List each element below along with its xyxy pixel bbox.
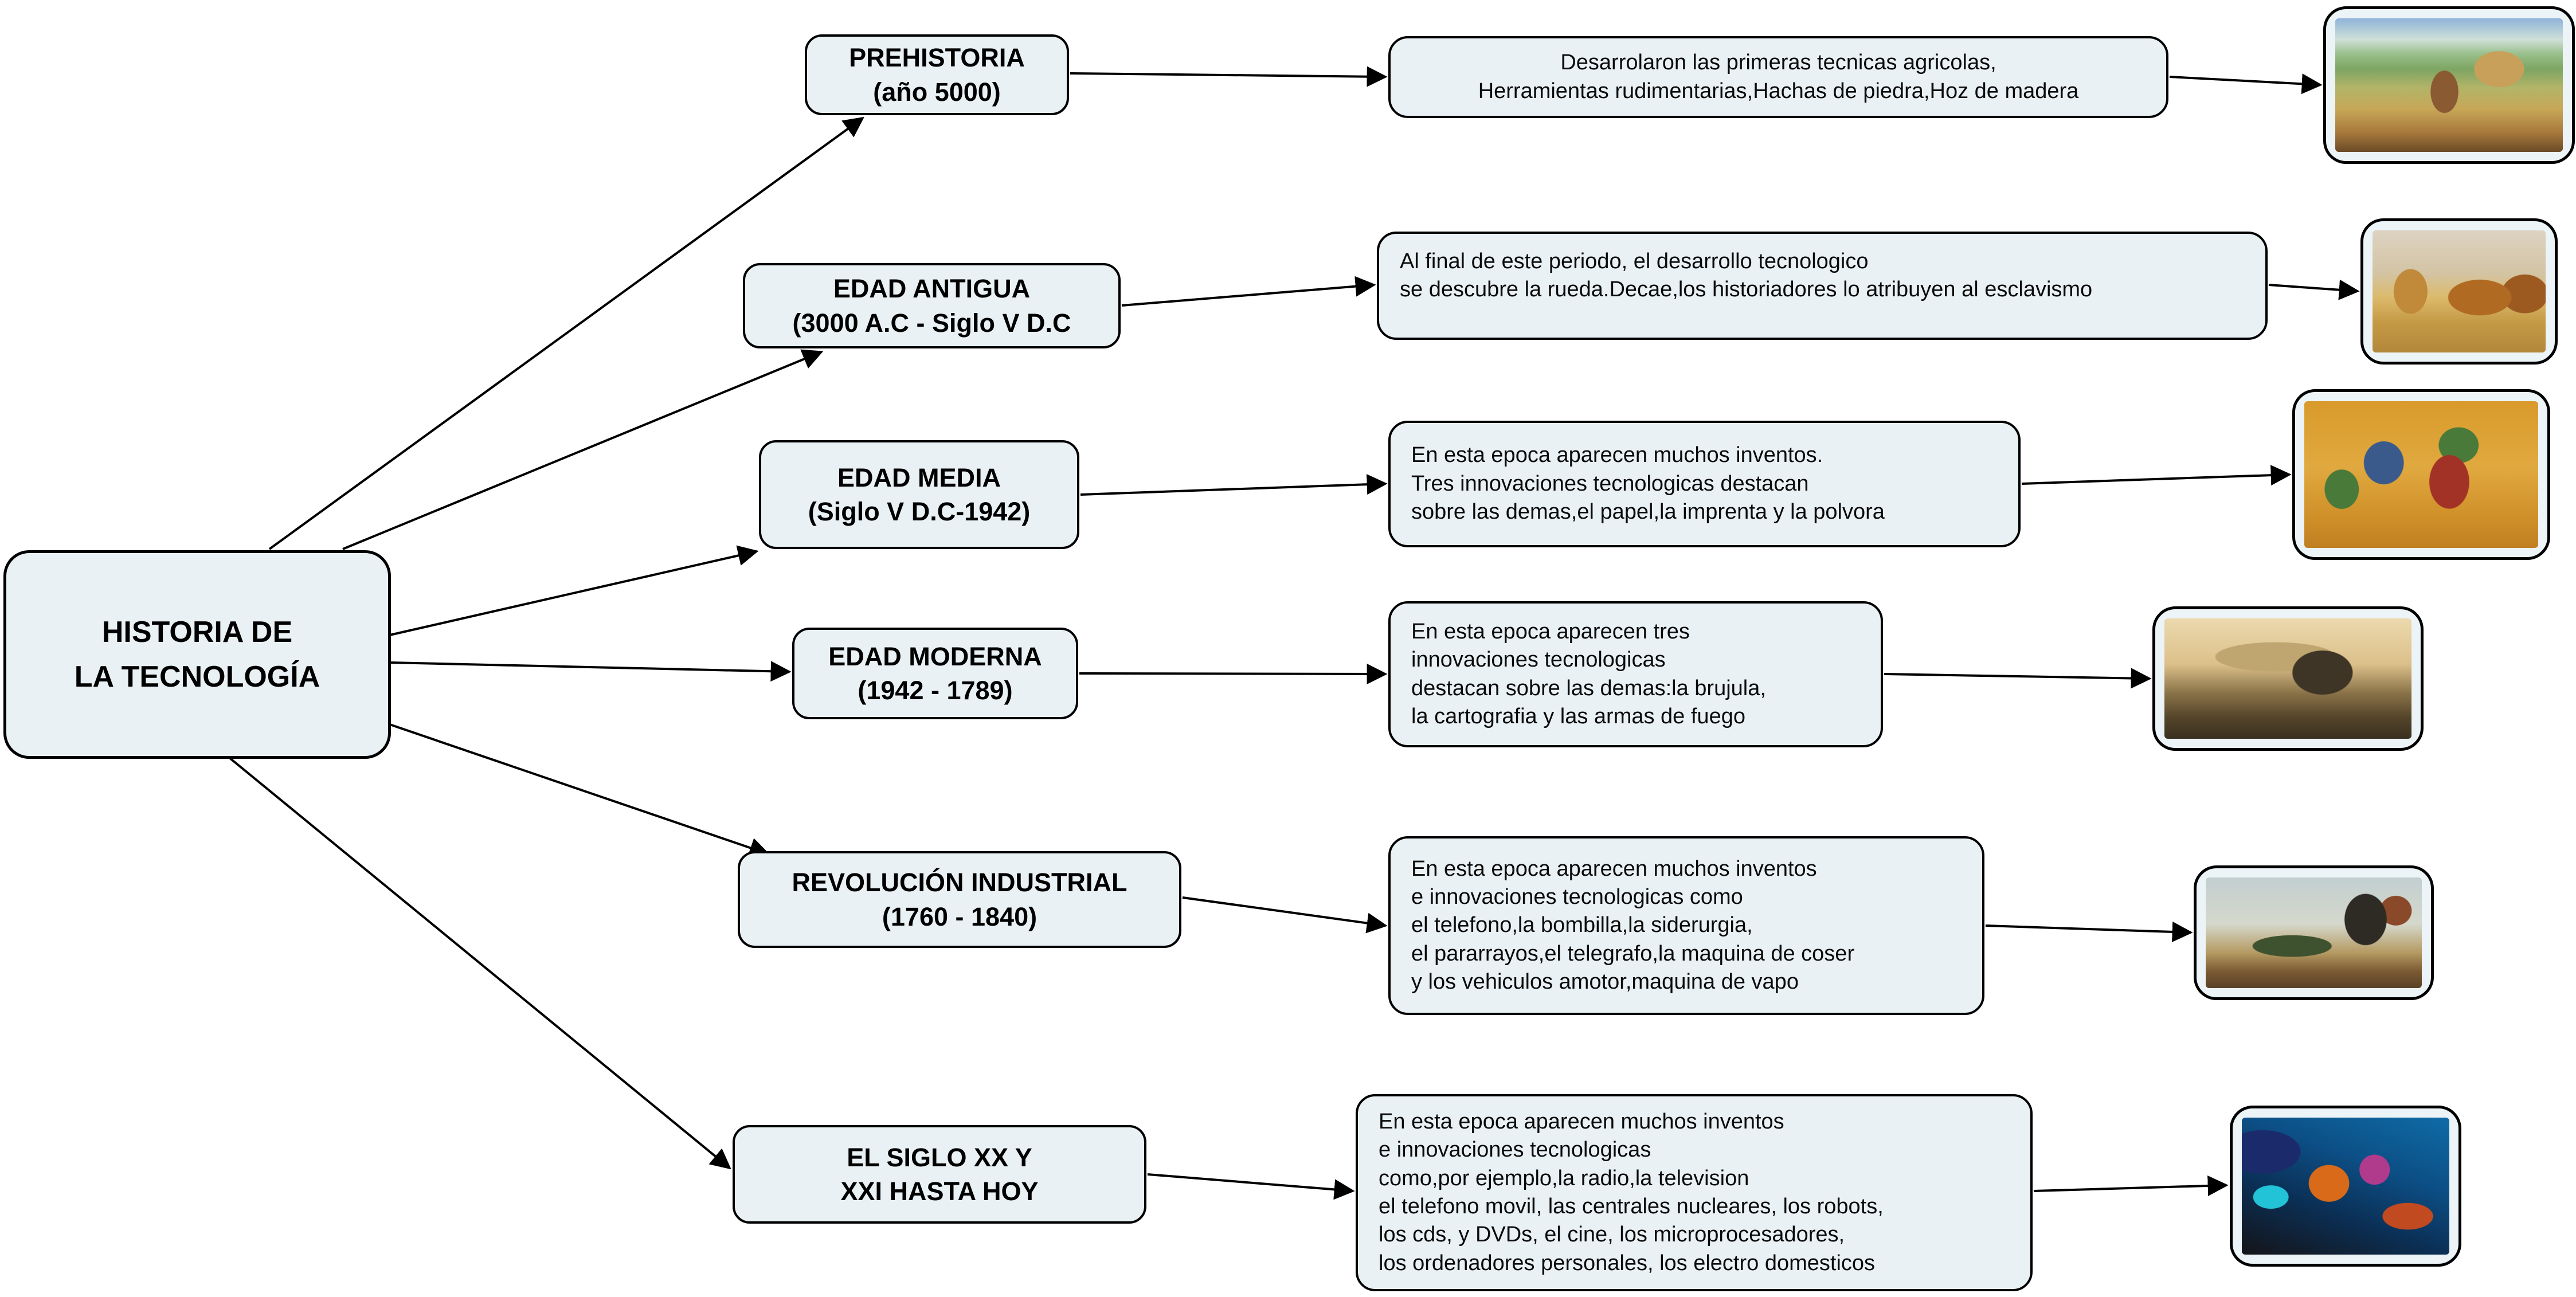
arrow-industrial-to-desc bbox=[1182, 896, 1388, 934]
arrow-antigua-to-desc bbox=[1121, 276, 1376, 307]
arrow-desc-to-img-media bbox=[2021, 465, 2292, 486]
era-description-revolucion-industrial: En esta epoca aparecen muchos inventos e… bbox=[1388, 836, 1984, 1015]
arrow-desc-to-img-siglo bbox=[2033, 1175, 2229, 1196]
era-node-edad-media: EDAD MEDIA (Siglo V D.C-1942) bbox=[759, 440, 1079, 549]
arrow-desc-to-img-prehistoria bbox=[2169, 73, 2323, 95]
era-description-prehistoria: Desarrolaron las primeras tecnicas agric… bbox=[1388, 36, 2168, 118]
arrow-moderna-to-desc bbox=[1079, 663, 1388, 684]
era-image-edad-antigua bbox=[2360, 218, 2558, 365]
era-description-edad-antigua: Al final de este periodo, el desarrollo … bbox=[1377, 232, 2268, 340]
era-image-revolucion-industrial bbox=[2194, 865, 2434, 1000]
era-node-revolucion-industrial: REVOLUCIÓN INDUSTRIAL (1760 - 1840) bbox=[738, 851, 1181, 948]
prehistoric-farming-scene-image bbox=[2335, 18, 2563, 152]
era-description-edad-moderna: En esta epoca aparecen tres innovaciones… bbox=[1388, 601, 1883, 747]
era-node-edad-moderna: EDAD MODERNA (1942 - 1789) bbox=[792, 628, 1078, 719]
era-image-prehistoria bbox=[2323, 6, 2575, 164]
medieval-tapestry-image bbox=[2304, 401, 2538, 548]
arrow-desc-to-img-moderna bbox=[1884, 668, 2152, 689]
era-node-prehistoria: PREHISTORIA (año 5000) bbox=[805, 34, 1069, 115]
arrow-desc-to-img-industrial bbox=[1985, 921, 2193, 942]
arrow-main-to-prehistoria bbox=[268, 116, 864, 550]
city-night-neon-image bbox=[2242, 1118, 2449, 1255]
era-node-edad-antigua: EDAD ANTIGUA (3000 A.C - Siglo V D.C bbox=[743, 263, 1121, 348]
era-image-edad-moderna bbox=[2152, 606, 2424, 751]
arrow-main-to-industrial bbox=[389, 723, 770, 858]
era-image-edad-media bbox=[2292, 389, 2550, 560]
era-node-siglo-xx-xxi: EL SIGLO XX Y XXI HASTA HOY bbox=[733, 1125, 1146, 1224]
era-description-edad-media: En esta epoca aparecen muchos inventos. … bbox=[1388, 421, 2021, 547]
arrow-desc-to-img-antigua bbox=[2268, 279, 2360, 300]
arrow-main-to-antigua bbox=[342, 349, 824, 550]
era-description-siglo-xx-xxi: En esta epoca aparecen muchos inventos e… bbox=[1356, 1094, 2033, 1291]
arrow-prehistoria-to-desc bbox=[1070, 66, 1388, 87]
root-node-historia-de-la-tecnologia: HISTORIA DE LA TECNOLOGÍA bbox=[3, 550, 391, 759]
arrow-main-to-moderna bbox=[389, 661, 792, 682]
roman-chariot-image bbox=[2373, 230, 2546, 352]
steam-locomotive-image bbox=[2206, 877, 2422, 988]
siege-battle-image bbox=[2164, 618, 2411, 739]
arrow-main-to-media bbox=[389, 545, 759, 636]
arrow-main-to-siglo bbox=[228, 757, 731, 1170]
arrow-siglo-to-desc bbox=[1147, 1173, 1355, 1200]
era-image-siglo-xx-xxi bbox=[2230, 1106, 2461, 1267]
arrow-media-to-desc bbox=[1080, 474, 1388, 496]
